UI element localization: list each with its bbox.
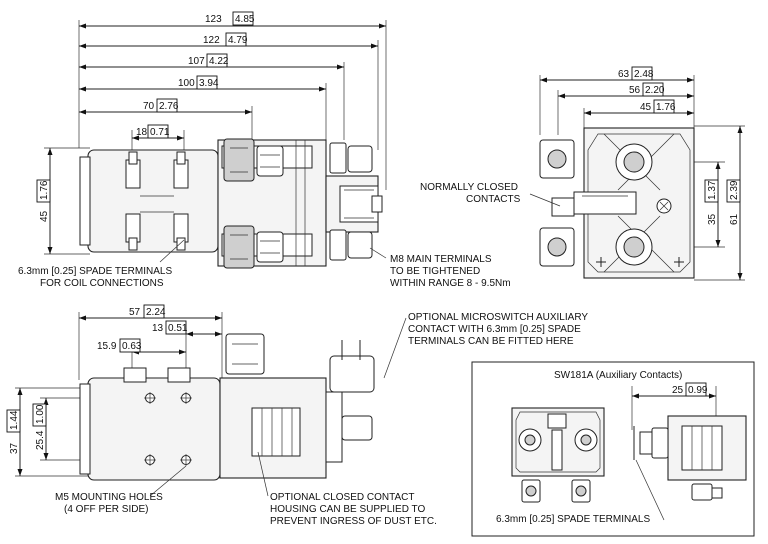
dim-15-9-in: 0.63 bbox=[122, 341, 142, 352]
dim-122-in: 4.79 bbox=[228, 35, 248, 46]
microswitch-note-2: CONTACT WITH 6.3mm [0.25] SPADE bbox=[408, 324, 581, 335]
contact-window bbox=[251, 407, 301, 457]
main-terminal-nut bbox=[223, 225, 255, 269]
mounting-holes-note: M5 MOUNTING HOLES bbox=[55, 492, 163, 503]
dim-56-in: 2.20 bbox=[645, 85, 665, 96]
microswitch-note-3: TERMINALS CAN BE FITTED HERE bbox=[408, 336, 574, 347]
microswitch-position bbox=[329, 355, 375, 393]
main-terminals-note: M8 MAIN TERMINALS bbox=[390, 254, 492, 265]
coil-terminals-note-2: FOR COIL CONNECTIONS bbox=[40, 278, 164, 289]
dim-100: 100 bbox=[178, 78, 195, 89]
auxiliary-contacts-inset: SW181A (Auxiliary Contacts) 25 0.99 6.3 bbox=[471, 361, 755, 537]
dim-35: 35 bbox=[707, 213, 718, 225]
coil-spade bbox=[123, 367, 147, 383]
dim-25: 25 bbox=[672, 385, 684, 396]
mounting-holes-note-2: (4 OFF PER SIDE) bbox=[64, 504, 148, 515]
mounting-holes bbox=[144, 392, 192, 466]
dim-37-in: 1.44 bbox=[9, 410, 20, 430]
closed-housing-note-3: PREVENT INGRESS OF DUST ETC. bbox=[270, 516, 437, 527]
dim-107: 107 bbox=[188, 56, 205, 67]
dim-61-in: 2.39 bbox=[729, 180, 740, 200]
dim-123: 123 bbox=[205, 14, 222, 25]
dim-25-4-in: 1.00 bbox=[35, 404, 46, 424]
coil-terminals-note: 6.3mm [0.25] SPADE TERMINALS bbox=[18, 266, 172, 277]
dim-45-height-in: 1.76 bbox=[39, 180, 50, 200]
main-terminal-nut bbox=[223, 138, 255, 182]
closed-housing-note-2: HOUSING CAN BE SUPPLIED TO bbox=[270, 504, 425, 515]
dim-107-in: 4.22 bbox=[209, 56, 229, 67]
main-terminal-nut bbox=[256, 145, 284, 177]
side-view-top: 123 4.85 122 4.79 107 4.22 100 3.94 70 2… bbox=[18, 11, 511, 289]
dim-61: 61 bbox=[729, 213, 740, 225]
main-terminal-nut bbox=[256, 231, 284, 263]
dim-123-in: 4.85 bbox=[235, 14, 255, 25]
dim-63-in: 2.48 bbox=[634, 69, 654, 80]
main-terminal-nut-lower bbox=[225, 333, 265, 375]
dim-45-height: 45 bbox=[39, 210, 50, 222]
coil-spade bbox=[167, 367, 191, 383]
dim-25-in: 0.99 bbox=[688, 385, 708, 396]
contact-housing-lower bbox=[219, 377, 327, 479]
dim-13: 13 bbox=[152, 323, 164, 334]
dim-70: 70 bbox=[143, 101, 155, 112]
normally-closed-note: NORMALLY CLOSED bbox=[420, 182, 518, 193]
dim-57-in: 2.24 bbox=[146, 307, 166, 318]
dim-45-width-in: 1.76 bbox=[656, 102, 676, 113]
normally-closed-note-2: CONTACTS bbox=[466, 194, 521, 205]
dim-25-4: 25.4 bbox=[35, 430, 46, 450]
coil-spade-terminals bbox=[125, 151, 189, 251]
dim-18-in: 0.71 bbox=[150, 127, 170, 138]
end-view: 63 2.48 56 2.20 45 1.76 35 1.37 61 2.39 … bbox=[420, 66, 745, 281]
spade-terminals-note: 6.3mm [0.25] SPADE TERMINALS bbox=[496, 514, 650, 525]
coil-housing-lower bbox=[87, 377, 221, 481]
main-terminals-note-3: WITHIN RANGE 8 - 9.5Nm bbox=[390, 278, 511, 289]
dim-100-in: 3.94 bbox=[199, 78, 219, 89]
dim-45-width: 45 bbox=[640, 102, 652, 113]
dim-18: 18 bbox=[136, 127, 148, 138]
dim-63: 63 bbox=[618, 69, 630, 80]
dim-15-9: 15.9 bbox=[97, 341, 117, 352]
closed-housing-note: OPTIONAL CLOSED CONTACT bbox=[270, 492, 414, 503]
main-terminals-note-2: TO BE TIGHTENED bbox=[390, 266, 480, 277]
dim-37: 37 bbox=[9, 442, 20, 454]
terminal-nut bbox=[341, 415, 373, 441]
coil-housing bbox=[87, 149, 219, 253]
dim-35-in: 1.37 bbox=[707, 180, 718, 200]
inset-title: SW181A (Auxiliary Contacts) bbox=[554, 370, 682, 381]
microswitch-note: OPTIONAL MICROSWITCH AUXILIARY bbox=[408, 312, 588, 323]
dim-56: 56 bbox=[629, 85, 641, 96]
end-cap bbox=[79, 156, 91, 246]
dim-70-in: 2.76 bbox=[159, 101, 179, 112]
side-view-bottom: 57 2.24 13 0.51 15.9 0.63 37 1.44 25.4 1… bbox=[6, 304, 588, 527]
dim-57: 57 bbox=[129, 307, 141, 318]
dim-13-in: 0.51 bbox=[168, 323, 188, 334]
nc-switch bbox=[573, 191, 637, 215]
dim-122: 122 bbox=[203, 35, 220, 46]
nc-spade bbox=[551, 197, 575, 217]
